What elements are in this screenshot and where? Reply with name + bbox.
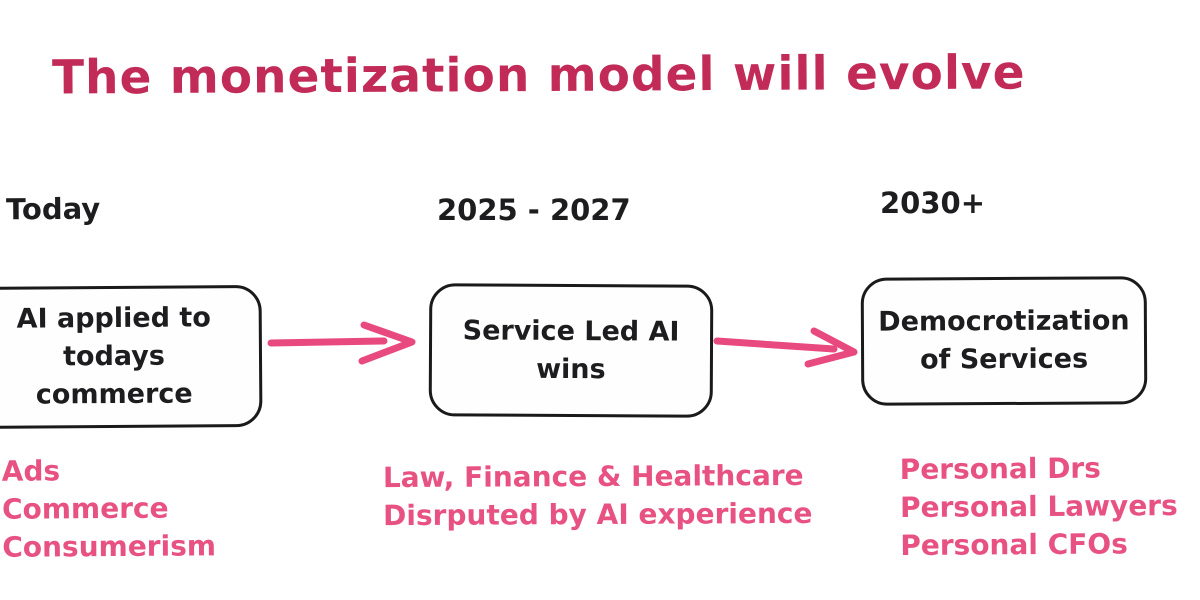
- period-label-today: Today: [5, 191, 101, 227]
- box-line: AI applied to: [16, 302, 211, 335]
- list-item: Law, Finance & Healthcare: [382, 458, 804, 495]
- box-line: of Services: [920, 343, 1089, 376]
- list-item: Consumerism: [2, 529, 217, 564]
- stage-items-2025-2027: Law, Finance & Healthcare Disrputed by A…: [383, 457, 813, 535]
- list-item: Personal Drs: [899, 451, 1101, 486]
- list-item: Commerce: [1, 491, 169, 526]
- box-line: Service Led AI: [462, 314, 680, 348]
- box-line: wins: [536, 353, 606, 385]
- box-line: commerce: [35, 378, 193, 411]
- stage-box-service-led-ai: Service Led AI wins: [428, 283, 714, 418]
- stage-box-ai-applied-commerce: AI applied to todays commerce: [0, 284, 263, 430]
- list-item: Personal Lawyers: [899, 489, 1178, 524]
- stage-items-today: Ads Commerce Consumerism: [2, 451, 217, 566]
- list-item: Personal CFOs: [900, 527, 1128, 562]
- list-item: Disrputed by AI experience: [383, 496, 813, 533]
- box-line: todays: [62, 340, 166, 373]
- period-label-2030-plus: 2030+: [880, 186, 986, 220]
- stage-items-2030-plus: Personal Drs Personal Lawyers Personal C…: [900, 449, 1179, 565]
- stage-box-democrotization-services: Democrotization of Services: [860, 276, 1148, 406]
- arrow-right-icon: [267, 321, 416, 365]
- period-label-2025-2027: 2025 - 2027: [437, 193, 631, 227]
- list-item: Ads: [1, 454, 61, 488]
- arrow-right-icon: [713, 327, 858, 368]
- box-line: Democrotization: [878, 305, 1130, 338]
- diagram-title: The monetization model will evolve: [51, 45, 1026, 106]
